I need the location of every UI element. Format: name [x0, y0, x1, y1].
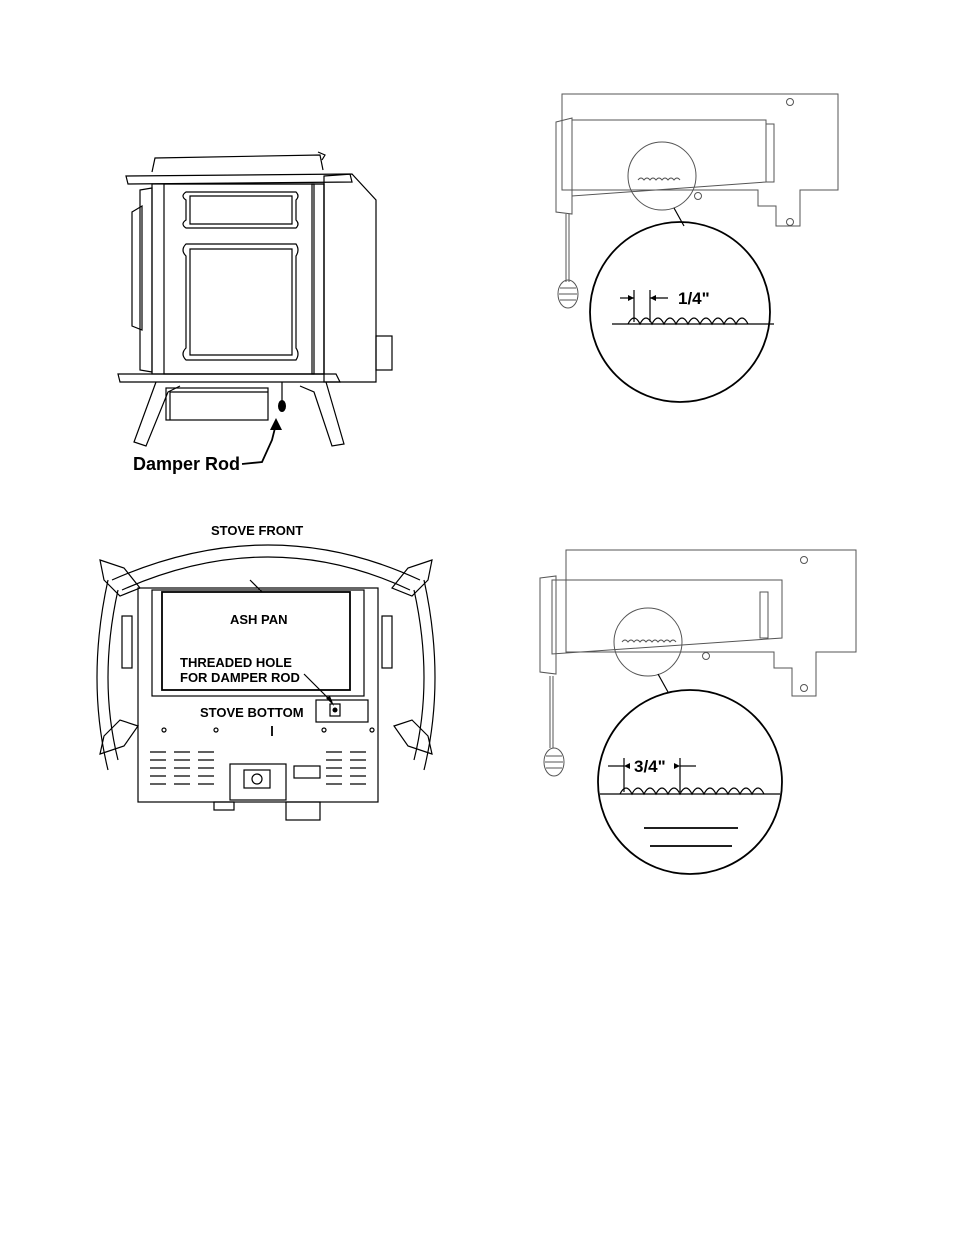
gap-label-bottom: 3/4"	[634, 757, 666, 776]
threaded-hole-label-line1: THREADED HOLE	[180, 655, 292, 670]
damper-rod-label: Damper Rod	[133, 454, 240, 474]
gap-label-top: 1/4"	[678, 289, 710, 308]
stove-bottom-label: STOVE BOTTOM	[200, 705, 304, 720]
stove-side-view	[118, 152, 392, 464]
damper-detail-bottom	[540, 550, 856, 874]
threaded-hole-label-line2: FOR DAMPER ROD	[180, 670, 300, 685]
ash-pan-label: ASH PAN	[230, 612, 288, 627]
damper-detail-top	[556, 94, 838, 402]
stove-front-label: STOVE FRONT	[211, 523, 303, 538]
